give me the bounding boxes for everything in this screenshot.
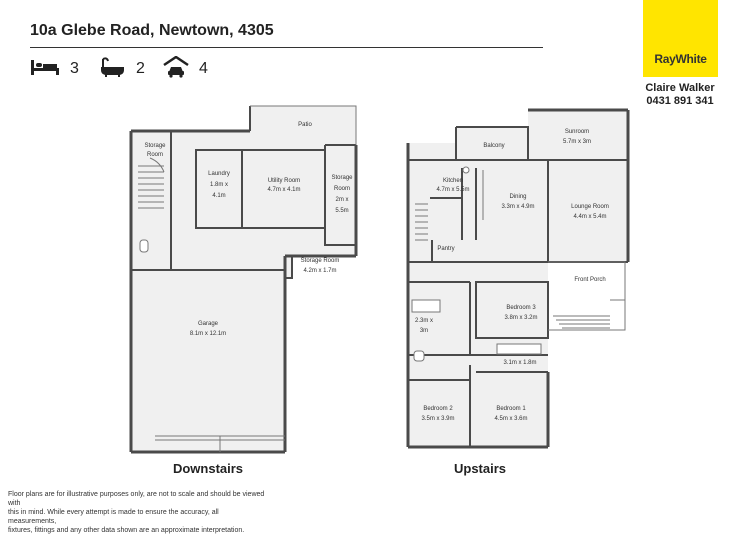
utility-label-1: Utility Room <box>268 178 300 184</box>
garage-label-1: Garage <box>198 321 219 327</box>
bedroom2-label-2: 3.5m x 3.9m <box>421 416 454 422</box>
bath-label-1: 2.3m x <box>415 318 433 324</box>
kitchen-label-1: Kitchen <box>443 178 463 184</box>
garages-feature: 4 <box>163 54 208 83</box>
property-address: 10a Glebe Road, Newtown, 4305 <box>30 22 274 39</box>
bath-icon <box>100 56 126 82</box>
storage-a-label-2: Room <box>147 152 163 158</box>
storage-c-label-1: Storage Room <box>301 258 340 264</box>
agent-name: Claire Walker <box>645 82 715 94</box>
agent-phone: 0431 891 341 <box>646 95 714 107</box>
bed-icon <box>30 57 60 82</box>
lounge-label-2: 4.4m x 5.4m <box>573 214 606 220</box>
upstairs-walls <box>406 108 630 449</box>
bedroom2-label-1: Bedroom 2 <box>423 406 453 412</box>
lounge-label-1: Lounge Room <box>571 204 609 210</box>
pantry-label: Pantry <box>437 246 454 252</box>
storage-b-label-1: Storage <box>331 175 353 181</box>
bathrooms-count: 2 <box>136 60 145 77</box>
bath-label-2: 3m <box>420 328 428 334</box>
bedroom3-label-1: Bedroom 3 <box>506 305 536 311</box>
laundry-label-2: 1.8m x <box>210 182 228 188</box>
bedroom1-label-2: 4.5m x 3.6m <box>494 416 527 422</box>
storage-a-label-1: Storage <box>144 143 166 149</box>
car-icon <box>163 54 189 83</box>
storage-c-label-2: 4.2m x 1.7m <box>303 268 336 274</box>
disclaimer: Floor plans are for illustrative purpose… <box>8 490 268 535</box>
laundry-label-3: 4.1m <box>212 193 225 199</box>
garage-label-2: 8.1m x 12.1m <box>190 331 226 337</box>
garages-count: 4 <box>199 60 208 77</box>
disclaimer-line-1: Floor plans are for illustrative purpose… <box>8 491 265 507</box>
kitchen-label-2: 4.7m x 5.5m <box>436 187 469 193</box>
dining-label-2: 3.3m x 4.9m <box>501 204 534 210</box>
front-porch-label: Front Porch <box>574 277 605 283</box>
downstairs-walls <box>129 129 358 454</box>
downstairs-floor <box>131 106 356 452</box>
storage-b-label-3: 2m x <box>335 197 348 203</box>
bedroom3-label-2: 3.8m x 3.2m <box>504 315 537 321</box>
raywhite-logo: RayWhite <box>643 0 718 77</box>
floor-plans: Patio Storage Room Laundry 1.8m x 4.1m U… <box>129 105 630 454</box>
laundry-label-1: Laundry <box>208 171 230 177</box>
storage-b-label-4: 5.5m <box>335 208 348 214</box>
utility-label-2: 4.7m x 4.1m <box>267 187 300 193</box>
bathrooms-feature: 2 <box>100 56 145 82</box>
header-divider <box>30 47 543 48</box>
brand-name: RayWhite <box>654 52 707 66</box>
upstairs-title: Upstairs <box>453 461 507 476</box>
bedroom1-label-1: Bedroom 1 <box>496 406 526 412</box>
ensuite-label: 3.1m x 1.8m <box>503 360 536 366</box>
storage-b-label-2: Room <box>334 186 350 192</box>
sunroom-label-1: Sunroom <box>565 129 589 135</box>
dining-label-1: Dining <box>509 194 526 200</box>
balcony-label: Balcony <box>483 143 504 149</box>
downstairs-title: Downstairs <box>172 461 244 476</box>
disclaimer-line-3: fixtures, fittings and any other data sh… <box>8 527 245 534</box>
bedrooms-count: 3 <box>70 60 79 77</box>
patio-label: Patio <box>298 122 312 128</box>
disclaimer-line-2: this in mind. While every attempt is mad… <box>8 509 219 525</box>
sunroom-label-2: 5.7m x 3m <box>563 139 591 145</box>
bedrooms-feature: 3 <box>30 58 79 80</box>
